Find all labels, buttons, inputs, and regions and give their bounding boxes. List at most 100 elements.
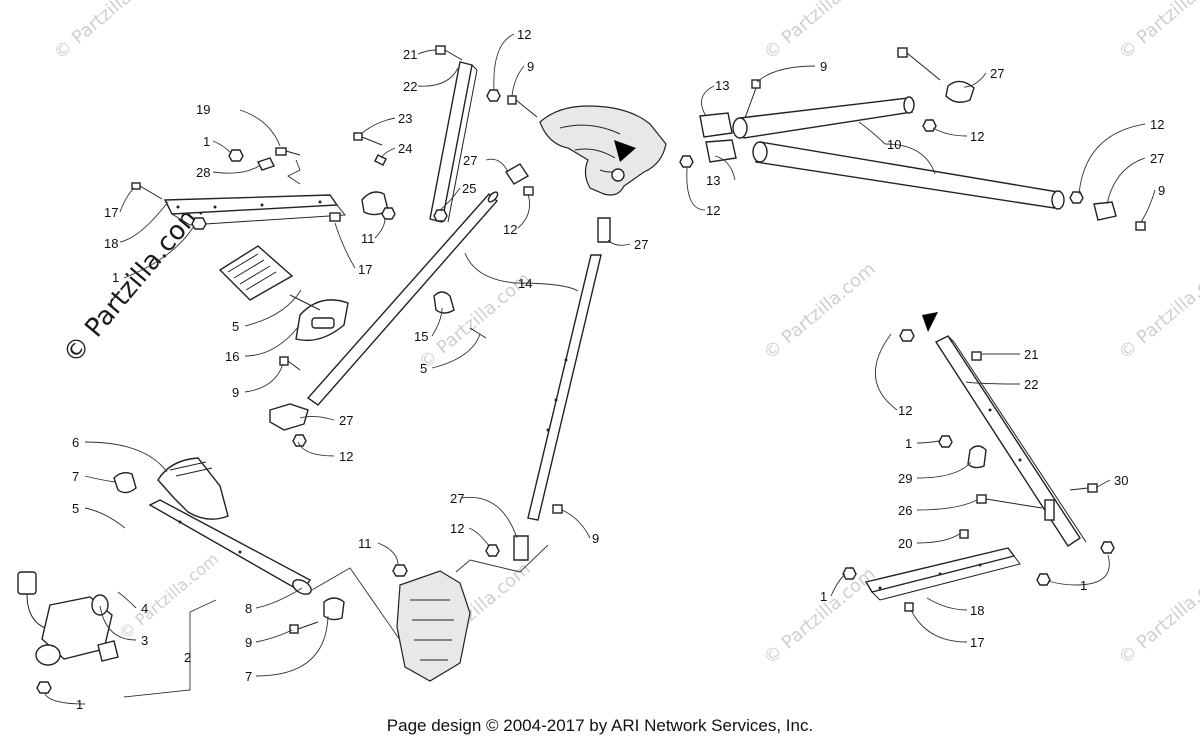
callout-4: 4 <box>141 601 148 616</box>
callout-9: 9 <box>527 59 534 74</box>
callout-12: 12 <box>517 27 531 42</box>
motor-assembly <box>17 571 119 694</box>
callout-12: 12 <box>706 203 720 218</box>
callout-18: 18 <box>970 603 984 618</box>
cross-bar-upper-left <box>163 194 346 226</box>
callout-27: 27 <box>990 66 1004 81</box>
callout-24: 24 <box>398 141 412 156</box>
watermark: © Partzilla.com <box>760 258 880 363</box>
watermark: © Partzilla.com <box>760 563 880 668</box>
callout-9: 9 <box>232 385 239 400</box>
bracket-6 <box>157 457 229 520</box>
callout-27: 27 <box>463 153 477 168</box>
watermark: © Partzilla.com <box>415 268 535 373</box>
callout-12: 12 <box>450 521 464 536</box>
callout-30: 30 <box>1114 473 1128 488</box>
fuse-block <box>218 245 294 301</box>
callout-20: 20 <box>898 536 912 551</box>
watermark: © Partzilla.com <box>760 0 880 64</box>
callout-5: 5 <box>72 501 79 516</box>
callout-9: 9 <box>1158 183 1165 198</box>
pin-24 <box>374 154 387 166</box>
nut-18-upper-left <box>191 217 207 230</box>
nut-1-upper <box>228 149 244 162</box>
clip-28 <box>257 157 275 171</box>
callout-3: 3 <box>141 633 148 648</box>
bolt-9-left <box>279 356 301 371</box>
bolt-26 <box>976 494 1043 509</box>
bracket-upper-left <box>329 191 396 222</box>
callout-12: 12 <box>970 129 984 144</box>
callout-12: 12 <box>339 449 353 464</box>
callout-1: 1 <box>1080 578 1087 593</box>
callout-8: 8 <box>245 601 252 616</box>
callout-10: 10 <box>887 137 901 152</box>
callout-12: 12 <box>1150 117 1164 132</box>
bushing-27-housing <box>505 163 534 196</box>
callout-27: 27 <box>1150 151 1164 166</box>
leader-lines <box>44 33 1156 705</box>
callout-12: 12 <box>503 222 517 237</box>
callout-7: 7 <box>72 469 79 484</box>
callout-26: 26 <box>898 503 912 518</box>
callout-5: 5 <box>420 361 427 376</box>
callout-17: 17 <box>358 262 372 277</box>
callout-labels: 19 1 28 17 18 1 17 11 21 22 23 24 25 12 … <box>72 27 1165 712</box>
watermark: © Partzilla.com <box>1115 258 1200 363</box>
callout-9: 9 <box>820 59 827 74</box>
lower-center-bracket <box>392 564 471 682</box>
nut-12-tubes <box>679 119 1084 204</box>
callout-5: 5 <box>232 319 239 334</box>
callout-25: 25 <box>462 181 476 196</box>
watermark-layer: © Partzilla.com © Partzilla.com © Partzi… <box>50 0 1200 669</box>
bolt-13 <box>744 79 761 119</box>
bolt-23 <box>353 132 383 146</box>
clip-29 <box>938 435 987 469</box>
callout-9: 9 <box>245 635 252 650</box>
watermark: © Partzilla.com <box>50 0 170 64</box>
callout-27: 27 <box>634 237 648 252</box>
clip-15 <box>433 291 487 339</box>
callout-16: 16 <box>225 349 239 364</box>
callout-1: 1 <box>112 270 119 285</box>
callout-9: 9 <box>592 531 599 546</box>
bolt-9-top <box>507 95 538 118</box>
callout-19: 19 <box>196 102 210 117</box>
callout-28: 28 <box>196 165 210 180</box>
callout-12: 12 <box>898 403 912 418</box>
callout-18: 18 <box>104 236 118 251</box>
tube-14-left <box>269 191 499 447</box>
callout-21: 21 <box>1024 347 1038 362</box>
callout-1: 1 <box>905 436 912 451</box>
callout-14: 14 <box>518 276 532 291</box>
callout-11: 11 <box>361 231 375 246</box>
copyright-footer: Page design © 2004-2017 by ARI Network S… <box>386 716 814 735</box>
callout-7: 7 <box>245 669 252 684</box>
callout-23: 23 <box>398 111 412 126</box>
watermark: © Partzilla.com <box>1115 0 1200 64</box>
callout-15: 15 <box>414 329 428 344</box>
callout-27: 27 <box>339 413 353 428</box>
callout-13: 13 <box>706 173 720 188</box>
callout-29: 29 <box>898 471 912 486</box>
tube-14-center <box>485 217 611 561</box>
bolt-19 <box>275 147 301 156</box>
vertical-bar-22-lower <box>899 312 1115 554</box>
callout-17: 17 <box>104 205 118 220</box>
callout-13: 13 <box>715 78 729 93</box>
bolt-9-lower <box>289 621 319 634</box>
callout-22: 22 <box>1024 377 1038 392</box>
vertical-bar-22-upper <box>429 45 501 223</box>
callout-11: 11 <box>358 536 372 551</box>
tube-10-lower <box>705 139 1065 210</box>
callout-22: 22 <box>403 79 417 94</box>
bolt-17-upper-left <box>131 182 163 200</box>
callout-27: 27 <box>450 491 464 506</box>
callout-1: 1 <box>76 697 83 712</box>
watermark: © Partzilla.com <box>1115 563 1200 668</box>
bracket-16 <box>289 294 349 342</box>
callout-21: 21 <box>403 47 417 62</box>
callout-2: 2 <box>184 650 191 665</box>
callout-1: 1 <box>203 134 210 149</box>
